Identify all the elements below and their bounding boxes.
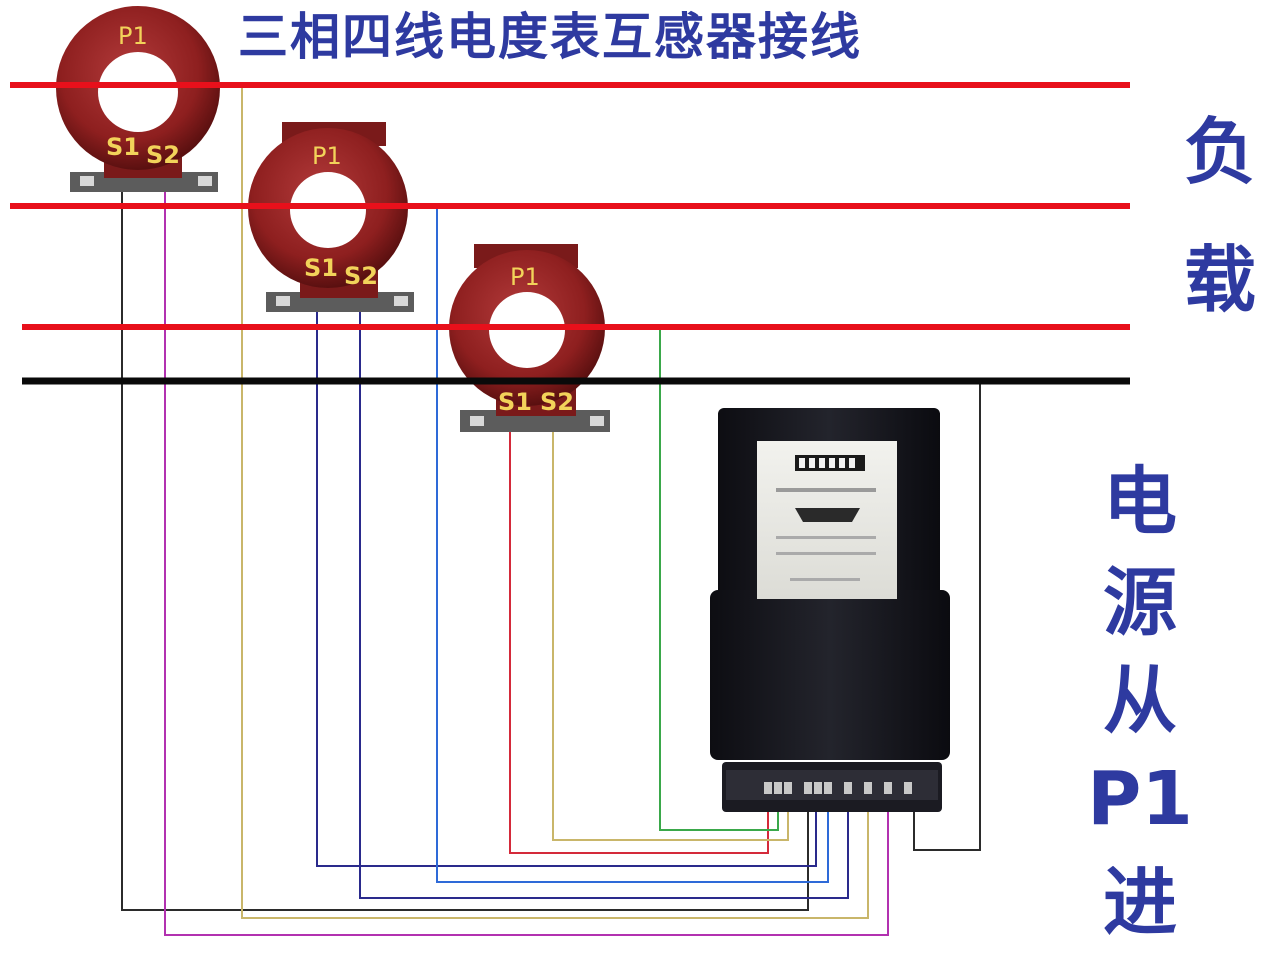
ct3-s2-label: S2 [540,388,574,416]
wire-ct1-s2 [164,185,889,936]
wire-ct3-s2 [552,425,789,841]
wire-ct3-s1 [509,425,769,854]
ct2-s1-label: S1 [304,254,338,282]
ct3-s1-label: S1 [498,388,532,416]
ct2-s2-label: S2 [344,262,378,290]
ct2-p1-label: P1 [312,142,342,170]
meter-wires [121,85,981,936]
ct1-s1-label: S1 [106,133,140,161]
diagram-title: 三相四线电度表互感器接线 [238,8,862,66]
source-char-5: 进 [1103,866,1177,946]
wire-neutral [913,381,981,851]
meter-disc [795,508,860,522]
ct1-p1-label: P1 [118,22,148,50]
source-char-4: P1 [1087,756,1193,842]
current-transformer-3: P1 S1 S2 [449,244,610,432]
meter-lower-case [710,590,950,760]
energy-meter [710,408,950,812]
source-char-3: 从 [1103,658,1177,744]
load-char-2: 载 [1183,238,1256,322]
ct1-s2-label: S2 [146,141,180,169]
meter-terminals [764,782,912,794]
busbars [10,82,1130,385]
wire-ct2-s2 [359,305,849,899]
wire-phase-b-voltage [436,206,829,883]
wire-phase-c-voltage [659,327,779,831]
wire-ct2-s1 [316,305,817,867]
wire-phase-a-voltage [241,85,869,919]
source-char-2: 源 [1103,560,1177,646]
current-transformer-1: P1 S1 S2 [56,6,220,192]
source-char-1: 电 [1103,459,1177,545]
load-char-1: 负 [1183,110,1256,194]
ct3-p1-label: P1 [510,263,540,291]
wire-ct1-s1 [121,185,809,911]
current-transformer-2: P1 S1 S2 [248,122,414,312]
